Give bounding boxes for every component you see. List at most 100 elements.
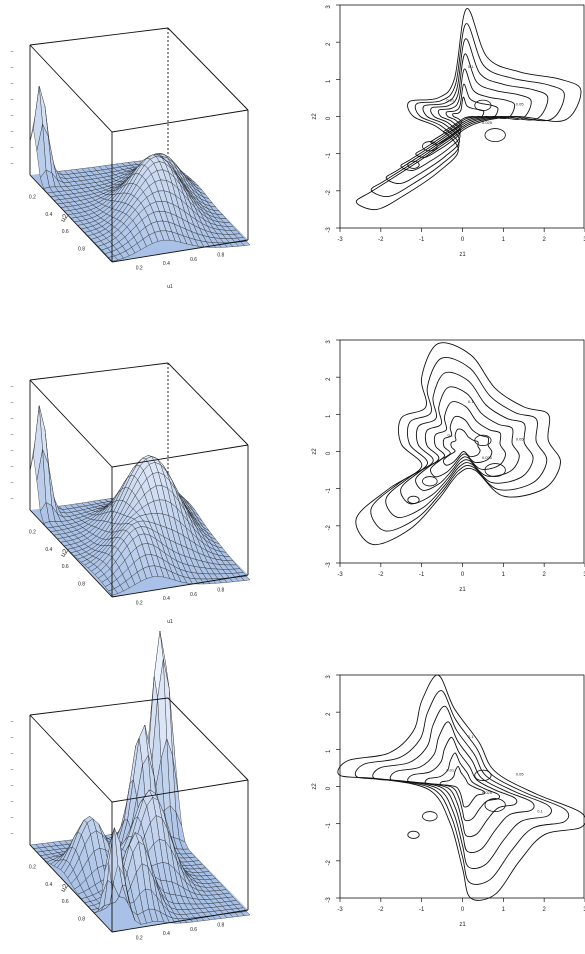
- contour-level-label: 0.025: [482, 455, 493, 460]
- y-axis-label: z2: [312, 783, 318, 790]
- x-tick-label: -1: [419, 572, 425, 578]
- y-tick-label: -2: [326, 860, 332, 866]
- u1-tick-label: 0.6: [190, 927, 197, 933]
- z-tick-mark: –: [11, 496, 14, 502]
- u1-tick-label: 0.2: [136, 266, 143, 272]
- box-edge: [29, 509, 113, 598]
- contour-level-label: 0.025: [482, 790, 493, 795]
- z-tick-mark: –: [11, 97, 14, 103]
- contour-line: [385, 371, 534, 518]
- y-tick-label: -3: [326, 227, 332, 233]
- box-edge: [111, 779, 249, 803]
- contour-line: [439, 765, 486, 808]
- z-tick-mark: –: [11, 751, 14, 757]
- x-tick-label: -1: [419, 237, 425, 243]
- box-edge: [29, 714, 113, 803]
- plot-frame: [339, 674, 585, 899]
- u1-tick-label: 0.8: [217, 922, 224, 928]
- y-tick-label: 1: [326, 414, 332, 418]
- z-tick-mark: –: [11, 480, 14, 486]
- x-tick-label: -2: [378, 572, 384, 578]
- x-tick-label: -2: [378, 237, 384, 243]
- x-tick-label: -1: [419, 907, 425, 913]
- z-tick-mark: –: [11, 783, 14, 789]
- contour-line: [354, 690, 570, 885]
- u2-tick-label: 0.4: [45, 882, 52, 888]
- contour-line: [370, 23, 565, 198]
- z-tick-mark: –: [11, 49, 14, 55]
- contour-line: [430, 83, 499, 145]
- box-edge: [29, 379, 113, 468]
- u2-tick-label: 0.6: [62, 229, 69, 235]
- contour-loop: [407, 830, 420, 839]
- contour-panel-3: 0.10.050.0250.010.1-3-2-10123-3-2-10123z…: [312, 674, 585, 928]
- contour-lines: [355, 8, 582, 211]
- u1-tick-label: 0.8: [217, 587, 224, 593]
- contour-line: [400, 53, 532, 171]
- contour-line: [424, 752, 501, 822]
- contour-line: [355, 8, 582, 211]
- contour-line: [415, 68, 516, 158]
- x-tick-label: 3: [583, 237, 585, 243]
- contour-level-label: 0.05: [516, 101, 525, 106]
- y-axis-label: z2: [312, 448, 318, 455]
- z-tick-mark: –: [11, 719, 14, 725]
- contour-lines: [355, 342, 561, 546]
- x-tick-label: 1: [502, 237, 506, 243]
- x-tick-label: 2: [542, 907, 546, 913]
- contour-level-label: 0.05: [516, 436, 525, 441]
- y-tick-label: 3: [326, 340, 332, 344]
- box-edge: [167, 27, 249, 111]
- z-tick-mark: –: [11, 129, 14, 135]
- x-tick-label: 0: [461, 907, 465, 913]
- u2-tick-label: 0.8: [78, 582, 85, 588]
- z-tick-mark: –: [11, 432, 14, 438]
- x-tick-label: 0: [461, 237, 465, 243]
- contour-level-label: 0.01: [446, 98, 455, 103]
- u2-tick-label: 0.2: [29, 529, 36, 535]
- contour-level-label: 0.1: [468, 734, 474, 739]
- contour-loop: [474, 434, 492, 446]
- contour-level-label: 0.05: [516, 771, 525, 776]
- contour-loop: [407, 160, 420, 169]
- z-tick-mark: –: [11, 161, 14, 167]
- y-axis-label: z2: [312, 113, 318, 120]
- box-edge: [29, 844, 113, 933]
- u2-tick-label: 0.2: [29, 194, 36, 200]
- u2-tick-label: 0.2: [29, 864, 36, 870]
- contour-loop: [474, 99, 492, 111]
- box-edge: [111, 909, 249, 933]
- u1-tick-label: 0.4: [163, 261, 170, 267]
- y-tick-label: -2: [326, 190, 332, 196]
- z-tick-mark: –: [11, 767, 14, 773]
- u2-tick-label: 0.6: [62, 899, 69, 905]
- y-tick-label: 2: [326, 712, 332, 716]
- contour-line: [337, 674, 585, 901]
- x-axis-label: z1: [459, 922, 466, 928]
- contour-line: [407, 736, 518, 838]
- surface-mesh: [29, 630, 251, 925]
- u2-axis-label: u2: [60, 883, 70, 893]
- contour-loop: [422, 811, 438, 822]
- z-tick-mark: –: [11, 384, 14, 390]
- z-tick-mark: –: [11, 815, 14, 821]
- x-tick-label: -3: [337, 572, 343, 578]
- u2-tick-label: 0.6: [62, 564, 69, 570]
- u1-tick-label: 0.2: [136, 601, 143, 607]
- contour-line: [430, 415, 493, 478]
- box-edge: [111, 444, 249, 468]
- u1-axis-label: u1: [167, 619, 173, 625]
- y-tick-label: 1: [326, 79, 332, 83]
- z-tick-mark: –: [11, 416, 14, 422]
- contour-line: [355, 342, 561, 546]
- y-tick-label: -1: [326, 152, 332, 158]
- y-tick-label: -1: [326, 487, 332, 493]
- y-tick-label: 1: [326, 749, 332, 753]
- u1-axis-label: u1: [167, 284, 173, 290]
- y-tick-label: 0: [326, 451, 332, 455]
